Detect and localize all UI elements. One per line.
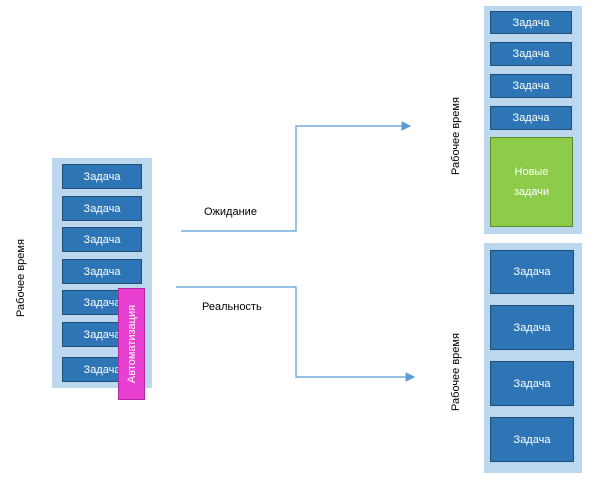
task-block: Задача bbox=[62, 196, 142, 221]
reality-arrow bbox=[176, 286, 416, 382]
task-block: Задача bbox=[490, 42, 572, 66]
task-block: Задача bbox=[62, 164, 142, 189]
automation-block: Автоматизация bbox=[118, 288, 145, 400]
reality-label: Реальность bbox=[202, 301, 262, 313]
task-block: Задача bbox=[490, 74, 572, 98]
working-time-label-reality: Рабочее время bbox=[450, 333, 462, 411]
task-block: Задача bbox=[62, 227, 142, 252]
automation-label: Автоматизация bbox=[125, 304, 138, 384]
working-time-label-left: Рабочее время bbox=[15, 239, 27, 317]
task-block: Задача bbox=[490, 106, 572, 130]
task-block: Задача bbox=[62, 259, 142, 284]
task-block: Задача bbox=[490, 417, 574, 462]
task-block: Задача bbox=[490, 250, 574, 294]
task-block: Задача bbox=[490, 11, 572, 34]
task-block: Задача bbox=[490, 361, 574, 406]
task-block: Задача bbox=[490, 305, 574, 350]
expectation-label: Ожидание bbox=[204, 206, 257, 218]
new-tasks-block: Новые задачи bbox=[490, 137, 573, 227]
working-time-label-expectation: Рабочее время bbox=[450, 97, 462, 175]
expectation-arrow bbox=[181, 121, 412, 232]
